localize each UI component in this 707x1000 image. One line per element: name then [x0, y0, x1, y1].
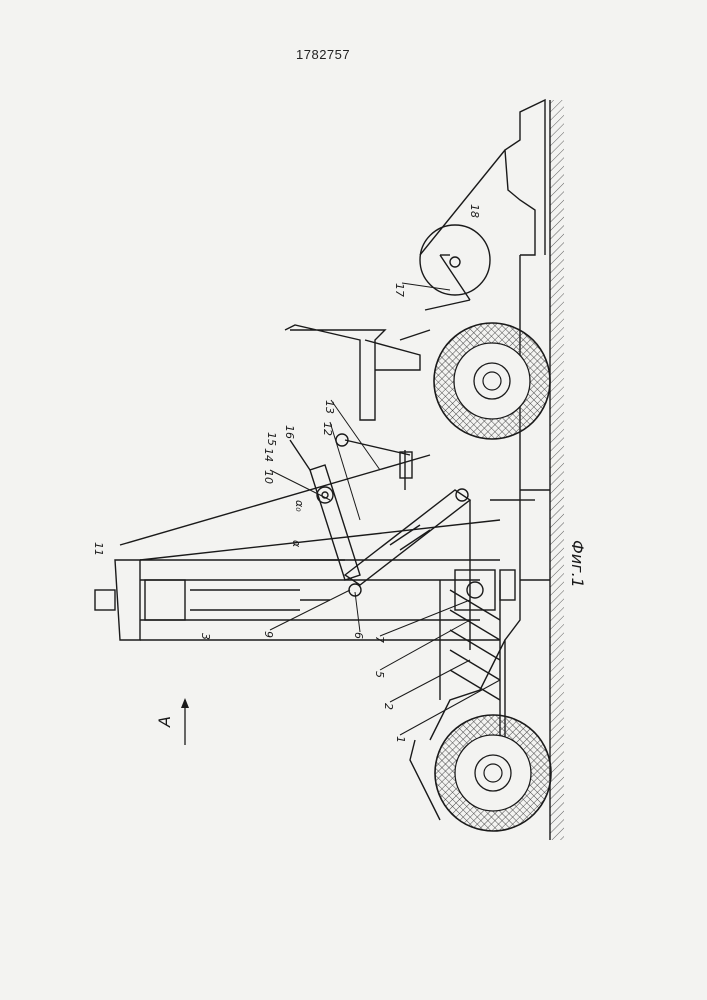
callout-alpha0: α₀: [293, 500, 306, 512]
callout-6: 6: [352, 632, 365, 639]
view-arrow-a: A: [155, 698, 189, 745]
callout-10: 10: [262, 470, 275, 484]
callout-2: 2: [382, 703, 395, 710]
drum: [420, 225, 490, 295]
callout-13: 13: [323, 400, 336, 414]
view-label-a: A: [155, 716, 174, 728]
callout-1: 1: [394, 736, 407, 743]
callout-18: 18: [468, 204, 481, 218]
callout-17: 17: [393, 283, 406, 297]
callout-11: 11: [92, 542, 105, 556]
front-wheel: [435, 715, 551, 831]
callout-14: 14: [262, 448, 275, 462]
ground: [550, 100, 564, 840]
callout-16: 16: [283, 425, 296, 439]
figure-label: Фиг.1: [568, 540, 587, 588]
callout-7: 7: [373, 636, 386, 643]
callout-3: 3: [199, 633, 212, 640]
callout-9: 9: [262, 631, 275, 638]
callout-labels: 1 2 3 5 6 7 9 10 11 12 13 14 15 16 17 18…: [92, 204, 481, 743]
callout-15: 15: [265, 432, 278, 446]
callout-5: 5: [373, 671, 386, 678]
rear-wheel: [434, 323, 550, 439]
callout-alpha: α: [290, 540, 303, 548]
